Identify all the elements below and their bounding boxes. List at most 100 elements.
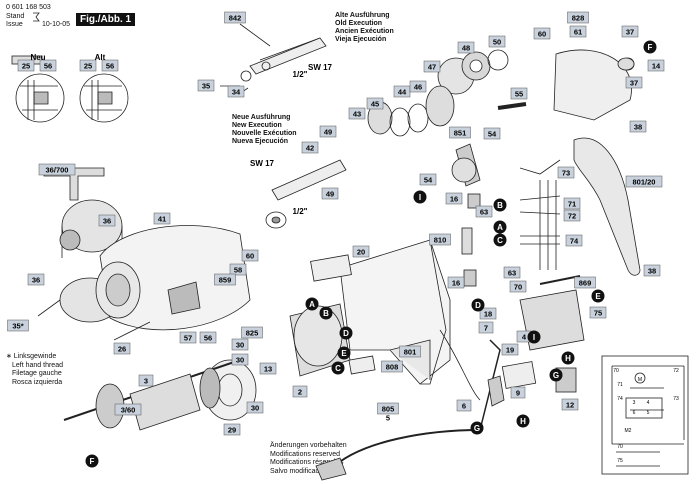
part-number-text: 12 [566, 401, 574, 410]
part-label-p36700: 36/700 [38, 163, 76, 176]
part-number-text: 13 [264, 365, 272, 374]
half-inch-new-label: 1/2" [293, 207, 308, 216]
part-label-p37a: 37 [621, 25, 639, 38]
marker-mC1: C [331, 361, 345, 375]
part-label-box [447, 276, 465, 289]
part-label-p74: 74 [565, 234, 583, 247]
part-number-text: 810 [434, 236, 447, 245]
part-label-p30a: 30 [231, 338, 249, 351]
part-label-p851: 851 [449, 126, 471, 139]
part-label-box [621, 25, 639, 38]
part-label-box [27, 273, 45, 286]
part-number-text: 75 [594, 309, 602, 318]
marker-mB2: B [493, 198, 507, 212]
part-number-text: 60 [538, 30, 546, 39]
part-number-text: 825 [246, 329, 259, 338]
part-number-text: 16 [450, 195, 458, 204]
part-number-text: 29 [228, 426, 236, 435]
part-number-text: 50 [493, 38, 501, 47]
marker-mG2: G [470, 421, 484, 435]
part-number-text: 16 [452, 279, 460, 288]
part-label-box [399, 345, 421, 358]
part-label-p18: 18 [479, 307, 497, 320]
part-label-p808: 808 [381, 360, 403, 373]
new-execution-fr: Nouvelle Exécution [232, 130, 297, 137]
left-thread-note: ∗ Linksgewinde Left hand thread Filetage… [6, 353, 63, 387]
part-label-box [113, 342, 131, 355]
part-label-box [423, 60, 441, 73]
part-number-text: 41 [158, 215, 166, 224]
part-label-box [197, 79, 215, 92]
part-number-text: 56 [204, 334, 212, 343]
marker-letter: H [520, 417, 526, 426]
part-number-text: 842 [229, 14, 242, 23]
part-number-text: 42 [306, 144, 314, 153]
marker-letter: D [343, 329, 349, 338]
part-label-p36b: 36 [27, 273, 45, 286]
part-label-box [457, 41, 475, 54]
part-number-text: 30 [236, 341, 244, 350]
marker-circle [493, 220, 507, 234]
part-number-text: 38 [648, 267, 656, 276]
part-number-text: 828 [572, 14, 585, 23]
wiring-label: 6 [633, 410, 636, 416]
marker-circle [549, 368, 563, 382]
marker-mD1: D [339, 326, 353, 340]
part-label-box [381, 360, 403, 373]
part-number-text: 7 [484, 324, 488, 333]
marker-letter: B [497, 201, 503, 210]
part-number-text: 30 [251, 404, 259, 413]
part-number-text: 805 [382, 405, 395, 414]
part-label-box [567, 11, 589, 24]
part-label-box [153, 212, 171, 225]
part-label-box [241, 249, 259, 262]
part-label-p12: 12 [561, 398, 579, 411]
part-number-text: 46 [414, 83, 422, 92]
new-execution-en: New Execution [232, 122, 282, 129]
wiring-label: 73 [673, 396, 679, 402]
part-number-text: 3 [144, 377, 148, 386]
wiring-label: M [638, 377, 642, 383]
part-label-p37b: 37 [625, 76, 643, 89]
figure-tag: Fig./Abb. 1 [76, 13, 136, 26]
part-number-text: 5 [386, 414, 390, 423]
marker-circle [305, 297, 319, 311]
part-label-p842: 842 [224, 11, 246, 24]
part-label-p46: 46 [409, 80, 427, 93]
part-number-text: 14 [652, 62, 661, 71]
part-label-box [246, 401, 264, 414]
marker-circle [493, 233, 507, 247]
part-label-box [292, 385, 308, 398]
part-label-p360: 3/60 [114, 403, 142, 416]
inset-neu-label: Neu [30, 53, 45, 62]
part-label-box [475, 205, 493, 218]
marker-circle [319, 306, 333, 320]
part-label-p49a: 49 [319, 125, 337, 138]
part-label-p7: 7 [478, 321, 494, 334]
part-number-text: 61 [574, 28, 582, 37]
part-label-box [138, 374, 154, 387]
part-label-box [625, 76, 643, 89]
part-number-text: 18 [484, 310, 492, 319]
part-label-box [231, 338, 249, 351]
part-label-p35: 35 [197, 79, 215, 92]
part-label-p60a: 60 [241, 249, 259, 262]
part-label-p63b: 63 [503, 266, 521, 279]
marker-mG1: G [549, 368, 563, 382]
part-label-p828: 828 [567, 11, 589, 24]
part-number-text: 73 [562, 169, 570, 178]
part-label-box [445, 192, 463, 205]
part-label-p50: 50 [488, 35, 506, 48]
part-number-text: 71 [568, 200, 576, 209]
marker-letter: D [475, 301, 481, 310]
part-number-text: 851 [454, 129, 467, 138]
part-number-text: 58 [234, 266, 242, 275]
part-label-box [179, 331, 197, 344]
part-number-text: 54 [424, 176, 433, 185]
part-label-box [419, 173, 437, 186]
part-label-p6: 6 [456, 399, 472, 412]
